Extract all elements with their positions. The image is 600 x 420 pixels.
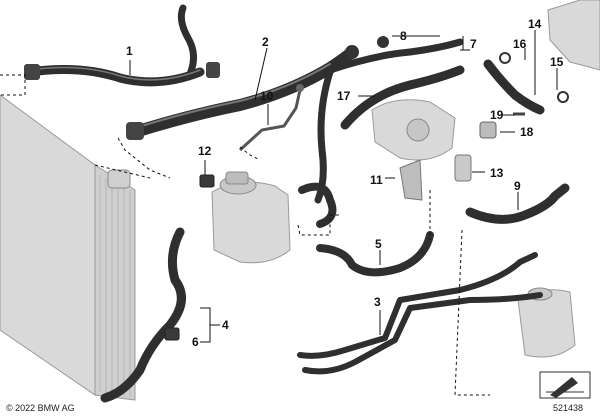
part-18 [479, 121, 497, 139]
hose-9 [465, 183, 570, 224]
hose-center [298, 182, 337, 228]
callout-19: 19 [490, 108, 504, 122]
callout-17: 17 [337, 89, 351, 103]
callout-14: 14 [528, 17, 542, 31]
callout-4: 4 [222, 318, 229, 332]
view-direction-icon [539, 371, 591, 399]
callout-1: 1 [126, 44, 133, 58]
callout-10: 10 [260, 89, 274, 103]
hose-15-16 [483, 52, 569, 115]
thermostat-housing [371, 99, 456, 161]
expansion-tank [211, 171, 291, 264]
hose-5 [316, 231, 434, 277]
diagram-id: 521438 [553, 403, 584, 413]
engine-block [547, 0, 600, 71]
clamp-8 [377, 36, 389, 48]
callout-7: 7 [470, 37, 477, 51]
callout-3: 3 [374, 295, 381, 309]
callout-2: 2 [262, 35, 269, 49]
callout-12: 12 [198, 144, 212, 158]
copyright-text: © 2022 BMW AG [6, 403, 75, 413]
clip-12 [199, 174, 215, 188]
clip-6 [164, 327, 180, 341]
callout-13: 13 [490, 166, 504, 180]
hose-3 [297, 252, 543, 375]
callout-18: 18 [520, 125, 534, 139]
callout-15: 15 [550, 55, 564, 69]
callout-6: 6 [192, 335, 199, 349]
reference-lines [0, 74, 490, 396]
hose-1 [24, 4, 220, 87]
hose-2 [126, 45, 359, 140]
leader-lines [129, 30, 558, 343]
callout-11: 11 [370, 173, 383, 187]
callout-8: 8 [400, 29, 407, 43]
sensor-13 [454, 154, 472, 182]
bracket-11 [399, 159, 423, 201]
hose-4 [100, 227, 186, 403]
callout-9: 9 [514, 179, 521, 193]
radiator [0, 94, 136, 401]
callout-labels: 1 2 3 4 5 6 7 8 9 10 11 12 13 14 15 16 1… [126, 17, 564, 349]
callout-16: 16 [513, 37, 527, 51]
pipe-10 [238, 84, 304, 152]
callout-5: 5 [375, 237, 382, 251]
